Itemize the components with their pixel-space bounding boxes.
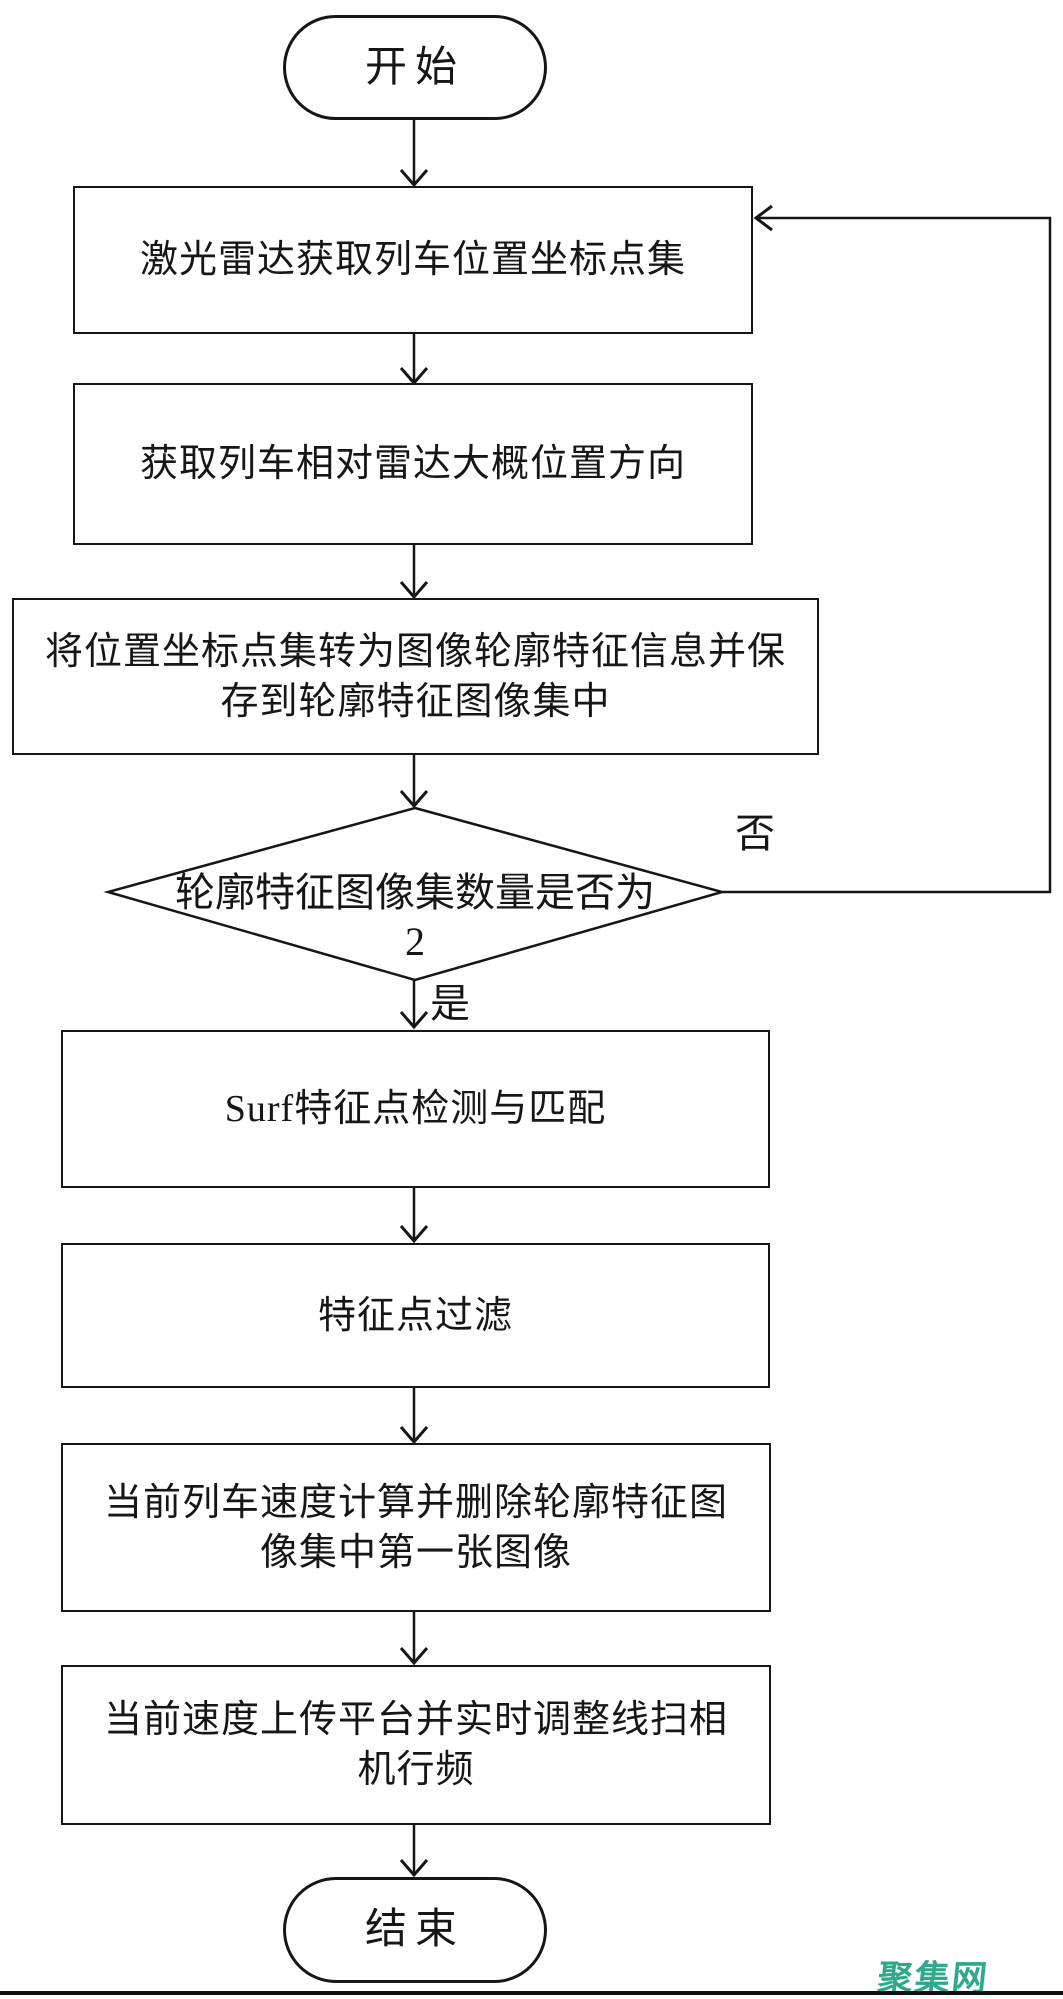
arrowhead-down-icon (399, 581, 429, 600)
step6-line1: 当前列车速度计算并删除轮廓特征图 (103, 1481, 728, 1524)
arrowhead-down-icon (399, 790, 429, 809)
decision-line1: 轮廓特征图像集数量是否为 (175, 870, 655, 915)
step7-line1: 当前速度上传平台并实时调整线扫相 (103, 1699, 728, 1741)
process-step7: 当前速度上传平台并实时调整线扫相 机行频 (61, 1665, 771, 1825)
decision-line2: 2 (405, 919, 425, 964)
no-feedback-line (722, 216, 1052, 894)
step3-line1: 将位置坐标点集转为图像轮廓特征信息并保 (44, 630, 786, 673)
step2-text: 获取列车相对雷达大概位置方向 (139, 443, 686, 485)
arrowhead-left-icon (753, 204, 773, 232)
arrowhead-down-icon (399, 1647, 429, 1666)
arrowhead-down-icon (399, 169, 429, 188)
arrowhead-down-icon (399, 1011, 429, 1030)
end-terminal: 结束 (283, 1877, 547, 1983)
process-step2: 获取列车相对雷达大概位置方向 (73, 383, 753, 545)
start-label: 开始 (364, 44, 465, 91)
step4-text: Surf特征点检测与匹配 (224, 1088, 607, 1130)
arrowhead-down-icon (399, 1426, 429, 1445)
step1-text: 激光雷达获取列车位置坐标点集 (139, 239, 686, 281)
bottom-border-line (0, 1991, 1063, 1995)
step6-line2: 像集中第一张图像 (259, 1531, 572, 1574)
start-terminal: 开始 (283, 15, 547, 120)
end-label: 结束 (364, 1907, 465, 1953)
no-branch-label: 否 (733, 811, 777, 856)
process-step4: Surf特征点检测与匹配 (61, 1030, 770, 1188)
process-step1: 激光雷达获取列车位置坐标点集 (73, 186, 753, 334)
process-step5: 特征点过滤 (61, 1243, 770, 1388)
step5-text: 特征点过滤 (317, 1294, 513, 1337)
arrowhead-down-icon (399, 1859, 429, 1878)
process-step6: 当前列车速度计算并删除轮廓特征图 像集中第一张图像 (61, 1443, 771, 1612)
process-step3: 将位置坐标点集转为图像轮廓特征信息并保 存到轮廓特征图像集中 (12, 598, 819, 755)
step3-line2: 存到轮廓特征图像集中 (220, 680, 611, 723)
decision-node: 轮廓特征图像集数量是否为 2 (108, 868, 722, 980)
step7-line2: 机行频 (357, 1749, 475, 1791)
arrowhead-down-icon (399, 1225, 429, 1244)
yes-branch-label: 是 (428, 981, 472, 1026)
